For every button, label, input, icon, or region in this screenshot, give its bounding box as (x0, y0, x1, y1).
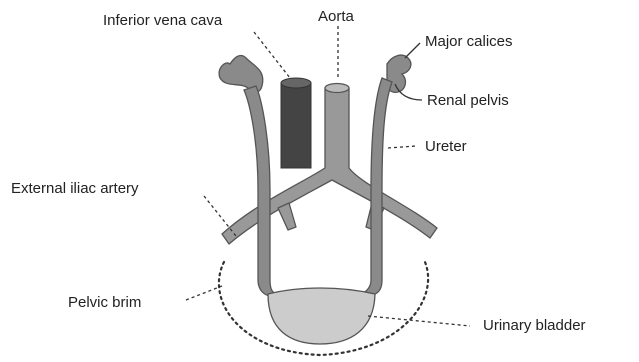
leader-urinary-bladder (368, 316, 470, 326)
leader-pelvic-brim (186, 286, 222, 300)
label-external-iliac-artery: External iliac artery (11, 180, 139, 197)
leader-major-calices (405, 43, 420, 58)
label-major-calices: Major calices (425, 33, 513, 50)
label-ureter: Ureter (425, 138, 467, 155)
urinary-bladder (268, 288, 375, 344)
label-urinary-bladder: Urinary bladder (483, 317, 586, 334)
label-inferior-vena-cava: Inferior vena cava (103, 12, 223, 29)
inferior-vena-cava-vessel (281, 78, 311, 168)
label-aorta: Aorta (318, 8, 355, 25)
leader-external-iliac (204, 196, 236, 236)
label-renal-pelvis: Renal pelvis (427, 92, 509, 109)
left-ureter (244, 86, 282, 296)
label-pelvic-brim: Pelvic brim (68, 294, 141, 311)
leader-ureter (388, 146, 416, 148)
